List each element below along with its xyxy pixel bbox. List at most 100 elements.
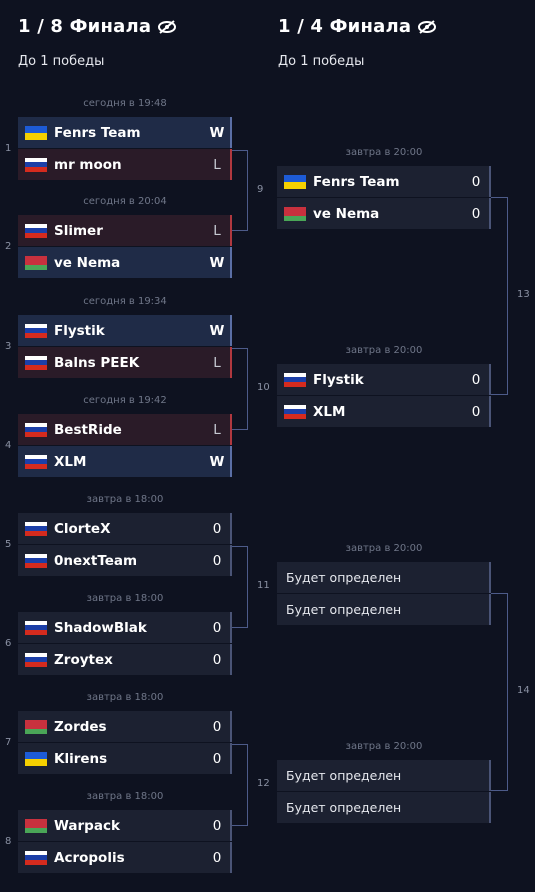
- team-score: 0: [471, 403, 481, 420]
- match-number: 10: [257, 382, 270, 393]
- team-name: Acropolis: [54, 849, 125, 866]
- team-row[interactable]: Fenrs Team W: [18, 117, 232, 148]
- team-score: W: [209, 453, 225, 470]
- team-row[interactable]: Warpack 0: [18, 810, 232, 841]
- flag-icon: [25, 355, 47, 370]
- match-number: 8: [5, 836, 12, 847]
- team-placeholder: Будет определен: [286, 768, 402, 783]
- team-row[interactable]: ve Nema W: [18, 247, 232, 278]
- team-name: ClorteX: [54, 520, 111, 537]
- team-name: ve Nema: [54, 254, 121, 271]
- eye-hidden-icon[interactable]: [417, 19, 437, 35]
- team-name: Warpack: [54, 817, 120, 834]
- flag-icon: [25, 553, 47, 568]
- match-time: завтра в 18:00: [86, 593, 164, 604]
- team-score: L: [213, 156, 221, 173]
- team-score: 0: [212, 552, 222, 569]
- team-placeholder: Будет определен: [286, 570, 402, 585]
- match-number: 5: [5, 539, 12, 550]
- flag-icon: [25, 454, 47, 469]
- team-score: L: [213, 222, 221, 239]
- team-name: Flystik: [313, 371, 364, 388]
- flag-icon: [284, 174, 306, 189]
- team-row[interactable]: BestRide L: [18, 414, 232, 445]
- flag-icon: [25, 521, 47, 536]
- team-name: Balns PEEK: [54, 354, 140, 371]
- team-row[interactable]: XLM 0: [277, 396, 491, 427]
- team-name: Fenrs Team: [54, 124, 141, 141]
- team-score: 0: [471, 205, 481, 222]
- team-score: W: [209, 322, 225, 339]
- team-score: 0: [212, 817, 222, 834]
- round-of-16-subtitle: До 1 победы: [18, 54, 105, 69]
- flag-icon: [25, 125, 47, 140]
- team-score: 0: [212, 619, 222, 636]
- flag-icon: [25, 422, 47, 437]
- team-row[interactable]: Будет определен: [277, 562, 491, 593]
- bracket-connector: [232, 546, 248, 628]
- team-score: L: [213, 421, 221, 438]
- match-number: 1: [5, 143, 12, 154]
- team-name: Fenrs Team: [313, 173, 400, 190]
- flag-icon: [25, 818, 47, 833]
- team-row[interactable]: Будет определен: [277, 594, 491, 625]
- team-row[interactable]: Slimer L: [18, 215, 232, 246]
- match-time: завтра в 20:00: [345, 543, 423, 554]
- match-time: сегодня в 19:48: [83, 98, 167, 109]
- team-row[interactable]: XLM W: [18, 446, 232, 477]
- team-row[interactable]: Будет определен: [277, 760, 491, 791]
- team-score: W: [209, 124, 225, 141]
- flag-icon: [25, 323, 47, 338]
- quarterfinal-title: 1 / 4 Финала: [278, 16, 437, 37]
- team-row[interactable]: Flystik 0: [277, 364, 491, 395]
- team-name: ShadowBlak: [54, 619, 147, 636]
- team-name: mr moon: [54, 156, 122, 173]
- team-name: XLM: [313, 403, 346, 420]
- flag-icon: [25, 652, 47, 667]
- eye-hidden-icon[interactable]: [157, 19, 177, 35]
- team-row[interactable]: ve Nema 0: [277, 198, 491, 229]
- team-name: Klirens: [54, 750, 108, 767]
- team-name: BestRide: [54, 421, 122, 438]
- match-number: 2: [5, 241, 12, 252]
- match-time: завтра в 20:00: [345, 147, 423, 158]
- match-time: сегодня в 19:34: [83, 296, 167, 307]
- team-score: 0: [212, 520, 222, 537]
- team-row[interactable]: ShadowBlak 0: [18, 612, 232, 643]
- team-row[interactable]: ClorteX 0: [18, 513, 232, 544]
- team-name: XLM: [54, 453, 87, 470]
- team-name: Slimer: [54, 222, 103, 239]
- team-score: W: [209, 254, 225, 271]
- team-row[interactable]: mr moon L: [18, 149, 232, 180]
- bracket-connector: [232, 150, 248, 231]
- team-placeholder: Будет определен: [286, 602, 402, 617]
- flag-icon: [25, 850, 47, 865]
- flag-icon: [25, 719, 47, 734]
- flag-icon: [25, 751, 47, 766]
- bracket-connector: [232, 744, 248, 826]
- team-row[interactable]: 0nextTeam 0: [18, 545, 232, 576]
- match-number: 4: [5, 440, 12, 451]
- team-score: 0: [471, 371, 481, 388]
- match-time: завтра в 18:00: [86, 494, 164, 505]
- team-score: 0: [212, 651, 222, 668]
- team-name: 0nextTeam: [54, 552, 138, 569]
- match-time: сегодня в 19:42: [83, 395, 167, 406]
- team-placeholder: Будет определен: [286, 800, 402, 815]
- bracket-connector: [491, 197, 508, 395]
- flag-icon: [284, 404, 306, 419]
- team-row[interactable]: Будет определен: [277, 792, 491, 823]
- flag-icon: [25, 255, 47, 270]
- team-name: ve Nema: [313, 205, 380, 222]
- round-of-16-title: 1 / 8 Финала: [18, 16, 177, 37]
- bracket-connector: [491, 593, 508, 791]
- team-score: 0: [212, 718, 222, 735]
- match-number: 9: [257, 183, 264, 195]
